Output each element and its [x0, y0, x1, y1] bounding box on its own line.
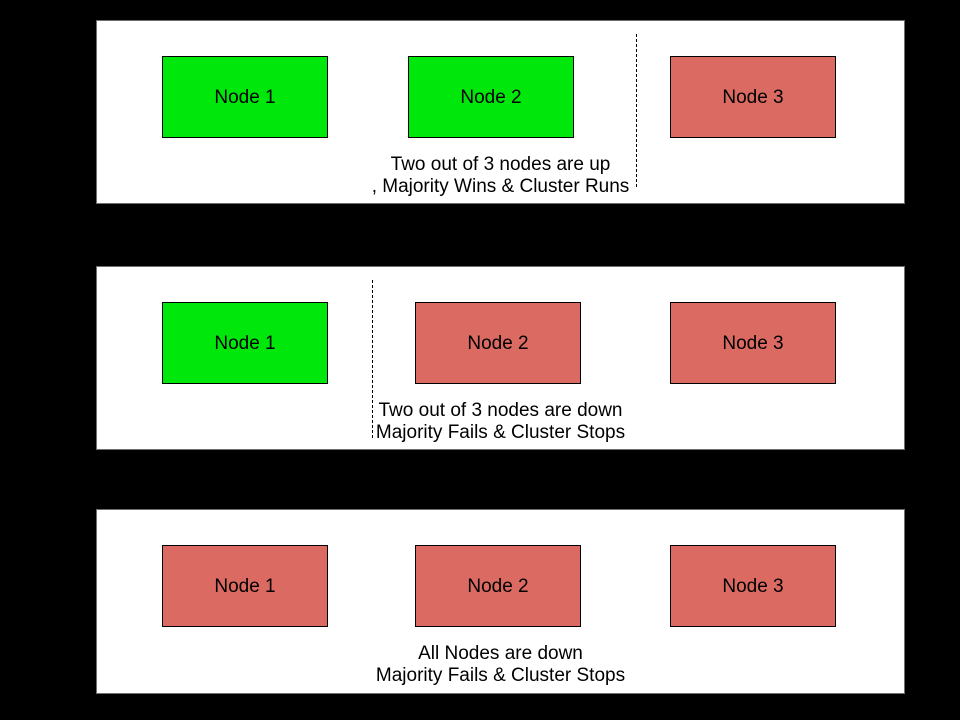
partition-dashed-line	[372, 280, 373, 438]
node-label: Node 1	[214, 86, 276, 108]
node-label: Node 1	[214, 575, 276, 597]
scenario-caption: All Nodes are down Majority Fails & Clus…	[97, 643, 904, 687]
caption-line-2: Majority Fails & Cluster Stops	[375, 665, 626, 686]
scenario-caption: Two out of 3 nodes are up , Majority Win…	[97, 154, 904, 198]
node-label: Node 3	[722, 575, 784, 597]
node-label: Node 3	[722, 332, 784, 354]
node-box-1: Node 1	[162, 56, 328, 138]
scenario-panel-majority-down: Node 1 Node 2 Node 3 Two out of 3 nodes …	[96, 266, 905, 450]
caption-line-2: , Majority Wins & Cluster Runs	[371, 176, 630, 197]
caption-line-1: Two out of 3 nodes are up	[390, 154, 611, 175]
scenario-panel-majority-up: Node 1 Node 2 Node 3 Two out of 3 nodes …	[96, 20, 905, 204]
partition-dashed-line	[636, 34, 637, 187]
caption-line-2: Majority Fails & Cluster Stops	[375, 422, 626, 443]
node-box-2: Node 2	[415, 302, 581, 384]
node-box-3: Node 3	[670, 302, 836, 384]
node-box-3: Node 3	[670, 56, 836, 138]
node-label: Node 1	[214, 332, 276, 354]
node-box-3: Node 3	[670, 545, 836, 627]
node-box-2: Node 2	[408, 56, 574, 138]
node-label: Node 2	[467, 332, 529, 354]
node-box-2: Node 2	[415, 545, 581, 627]
scenario-caption: Two out of 3 nodes are down Majority Fai…	[97, 400, 904, 444]
caption-line-1: Two out of 3 nodes are down	[378, 400, 623, 421]
node-label: Node 2	[467, 575, 529, 597]
node-box-1: Node 1	[162, 545, 328, 627]
node-label: Node 3	[722, 86, 784, 108]
node-label: Node 2	[460, 86, 522, 108]
caption-line-1: All Nodes are down	[418, 643, 583, 664]
node-box-1: Node 1	[162, 302, 328, 384]
scenario-panel-all-down: Node 1 Node 2 Node 3 All Nodes are down …	[96, 509, 905, 694]
